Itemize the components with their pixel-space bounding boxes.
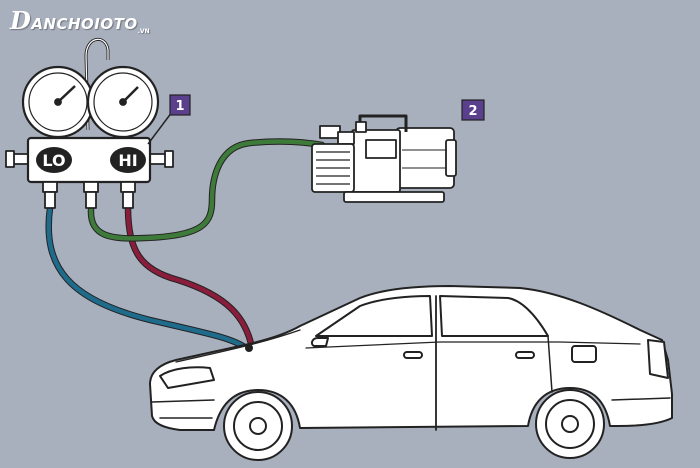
logo-letter: D bbox=[10, 6, 32, 35]
rear-wheel-icon bbox=[535, 389, 605, 459]
callout-number-2: 2 bbox=[468, 104, 477, 119]
high-pressure-gauge-icon bbox=[86, 65, 160, 139]
callout-box-2 bbox=[461, 99, 485, 121]
low-side-hose bbox=[45, 204, 250, 352]
hoses bbox=[45, 138, 326, 352]
vacuum-pump-icon bbox=[311, 114, 457, 203]
domain-suffix: .VN bbox=[137, 28, 150, 35]
watermark-logo: DANCHOIOTO.VN bbox=[10, 6, 150, 35]
low-pressure-gauge-icon bbox=[21, 65, 95, 139]
gauge-manifold bbox=[5, 38, 174, 209]
high-side-label: HI bbox=[118, 151, 137, 170]
front-wheel-icon bbox=[223, 391, 293, 461]
car-icon bbox=[149, 285, 673, 431]
callout-box-1 bbox=[169, 94, 191, 116]
service-port-connection bbox=[245, 344, 253, 352]
brand-text: ANCHOIOTO bbox=[31, 15, 138, 33]
low-side-label: LO bbox=[42, 151, 65, 170]
callout-number-1: 1 bbox=[175, 99, 184, 114]
